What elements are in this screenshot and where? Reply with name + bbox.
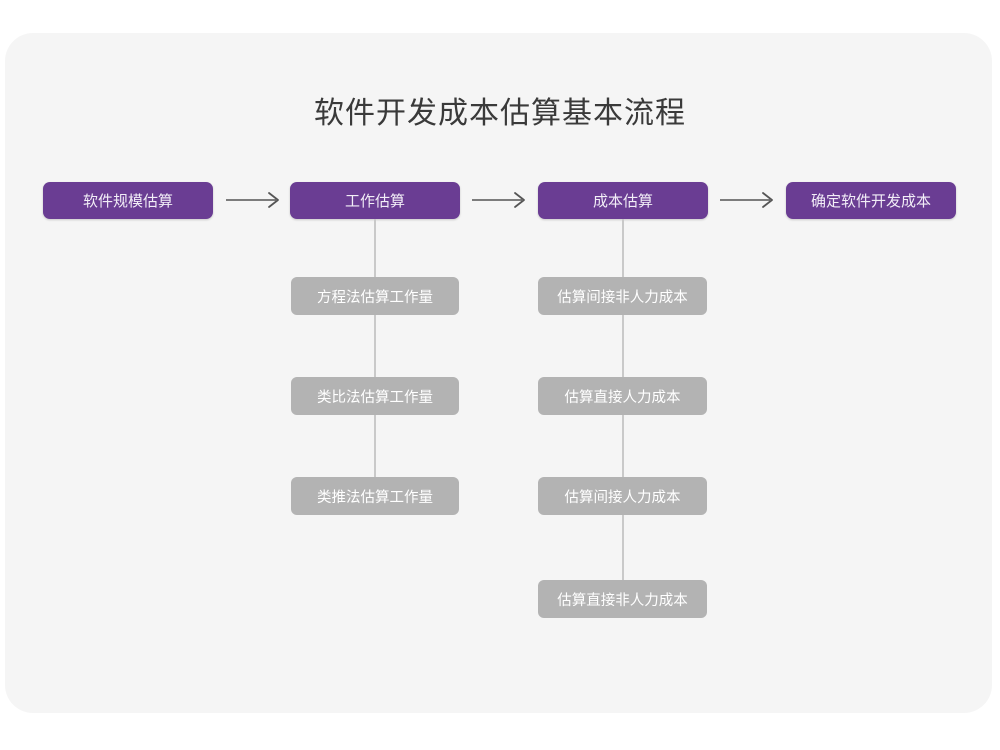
substep-box-effort-1[interactable]: 方程法估算工作量	[291, 277, 459, 315]
substep-box-effort-2[interactable]: 类比法估算工作量	[291, 377, 459, 415]
page-title: 软件开发成本估算基本流程	[314, 97, 686, 130]
stage-box-software-scale-estimation[interactable]: 软件规模估算	[43, 182, 213, 219]
arrow-right-icon	[224, 189, 284, 211]
substep-box-cost-4[interactable]: 估算直接非人力成本	[538, 580, 707, 618]
stage-box-determine-development-cost[interactable]: 确定软件开发成本	[786, 182, 956, 219]
stage-box-cost-estimation[interactable]: 成本估算	[538, 182, 708, 219]
substep-box-effort-3[interactable]: 类推法估算工作量	[291, 477, 459, 515]
substep-box-cost-2[interactable]: 估算直接人力成本	[538, 377, 707, 415]
arrow-right-icon	[470, 189, 530, 211]
card-background	[5, 33, 992, 713]
arrow-right-icon	[718, 189, 778, 211]
substep-box-cost-1[interactable]: 估算间接非人力成本	[538, 277, 707, 315]
substep-box-cost-3[interactable]: 估算间接人力成本	[538, 477, 707, 515]
connector-line-effort	[374, 219, 376, 497]
stage-box-effort-estimation[interactable]: 工作估算	[290, 182, 460, 219]
